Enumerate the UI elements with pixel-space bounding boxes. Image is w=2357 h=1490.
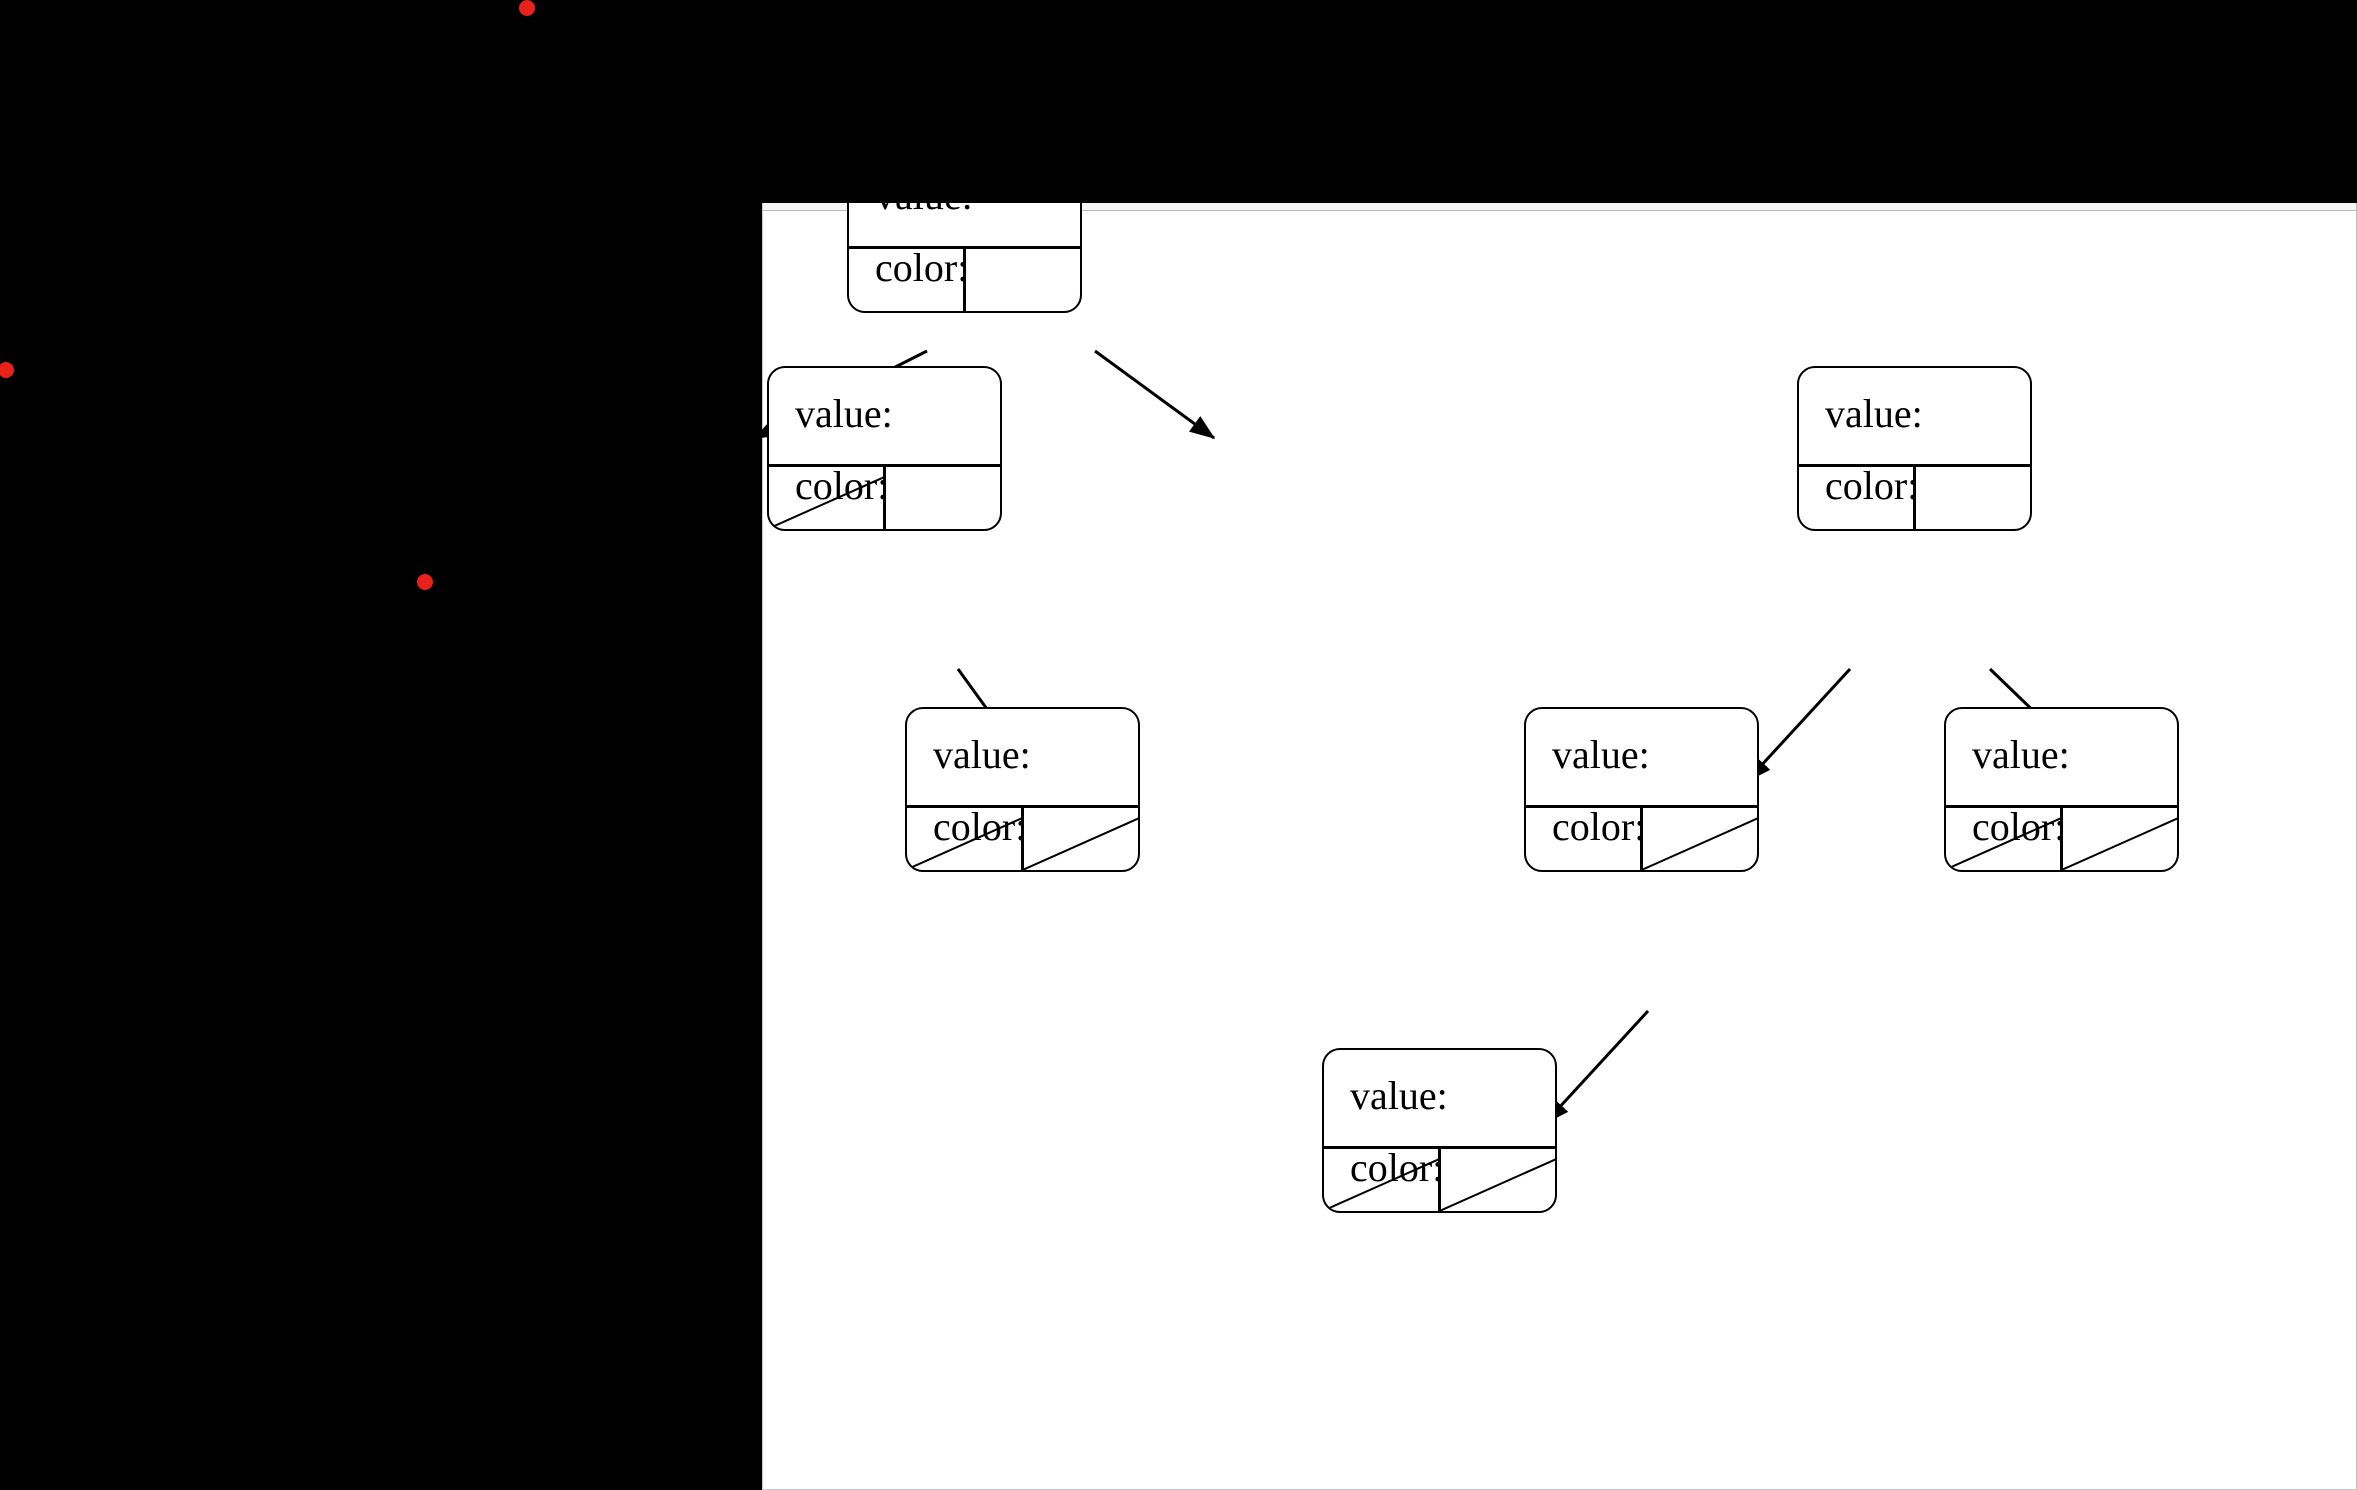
- edge-right-to-rightleft: [1745, 667, 1852, 783]
- marker-dot-middle: [417, 574, 433, 590]
- left-pointer-cell-null[interactable]: [1946, 808, 2060, 870]
- node-fields: value: color:: [1799, 368, 2030, 506]
- tree-node-left-right[interactable]: value: color:: [905, 707, 1140, 872]
- node-value-label: value:: [1350, 1073, 1448, 1118]
- node-fields: value: color:: [1324, 1050, 1555, 1188]
- node-fields: value: color:: [907, 709, 1138, 847]
- node-fields: value: color:: [1946, 709, 2177, 847]
- node-fields: value: color:: [1526, 709, 1757, 847]
- node-fields: value: color:: [769, 368, 1000, 506]
- node-value-label: value:: [1552, 732, 1650, 777]
- node-value-label: value:: [875, 203, 1080, 216]
- tree-node-right[interactable]: value: color:: [1797, 366, 2032, 531]
- diagram-canvas-panel[interactable]: value: color: value: color: value: c: [762, 203, 2357, 1490]
- right-pointer-cell-null[interactable]: [2060, 808, 2177, 870]
- tree-node-root[interactable]: value: color:: [847, 203, 1082, 313]
- node-value-label: value:: [795, 391, 893, 436]
- node-value-label: value:: [1972, 732, 2070, 777]
- tree-node-deepest[interactable]: value: color:: [1322, 1048, 1557, 1213]
- left-pointer-cell[interactable]: [849, 249, 963, 311]
- right-pointer-cell-null[interactable]: [1640, 808, 1757, 870]
- node-color-label: color:: [1552, 804, 1646, 849]
- left-pointer-cell-null[interactable]: [1324, 1149, 1438, 1211]
- edge-root-to-right: [1094, 349, 1216, 440]
- marker-dot-top: [519, 0, 535, 16]
- node-pointer-row: [1799, 464, 2030, 529]
- node-color-label: color:: [1825, 463, 1919, 508]
- tree-node-left[interactable]: value: color:: [767, 366, 1002, 531]
- node-pointer-row: [849, 246, 1080, 311]
- panel-top-strip: [762, 203, 2357, 211]
- edge-rightleft-to-deep: [1543, 1009, 1650, 1125]
- panel-left-edge: [762, 203, 763, 1490]
- right-pointer-cell[interactable]: [883, 467, 1000, 529]
- node-pointer-row: [1324, 1146, 1555, 1211]
- left-pointer-cell[interactable]: [1799, 467, 1913, 529]
- right-pointer-cell[interactable]: [963, 249, 1080, 311]
- left-pointer-cell-null[interactable]: [907, 808, 1021, 870]
- node-value-label: value:: [933, 732, 1031, 777]
- right-pointer-cell-null[interactable]: [1438, 1149, 1555, 1211]
- tree-node-right-right[interactable]: value: color:: [1944, 707, 2179, 872]
- node-fields: value: color:: [849, 203, 1080, 288]
- node-pointer-row: [1946, 805, 2177, 870]
- node-pointer-row: [769, 464, 1000, 529]
- node-pointer-row: [907, 805, 1138, 870]
- left-pointer-cell-null[interactable]: [769, 467, 883, 529]
- node-color-label: color:: [875, 245, 969, 290]
- left-pointer-cell[interactable]: [1526, 808, 1640, 870]
- node-value-label: value:: [1825, 391, 1923, 436]
- right-pointer-cell[interactable]: [1913, 467, 2030, 529]
- tree-node-right-left[interactable]: value: color:: [1524, 707, 1759, 872]
- right-pointer-cell-null[interactable]: [1021, 808, 1138, 870]
- node-pointer-row: [1526, 805, 1757, 870]
- marker-dot-left: [0, 362, 14, 378]
